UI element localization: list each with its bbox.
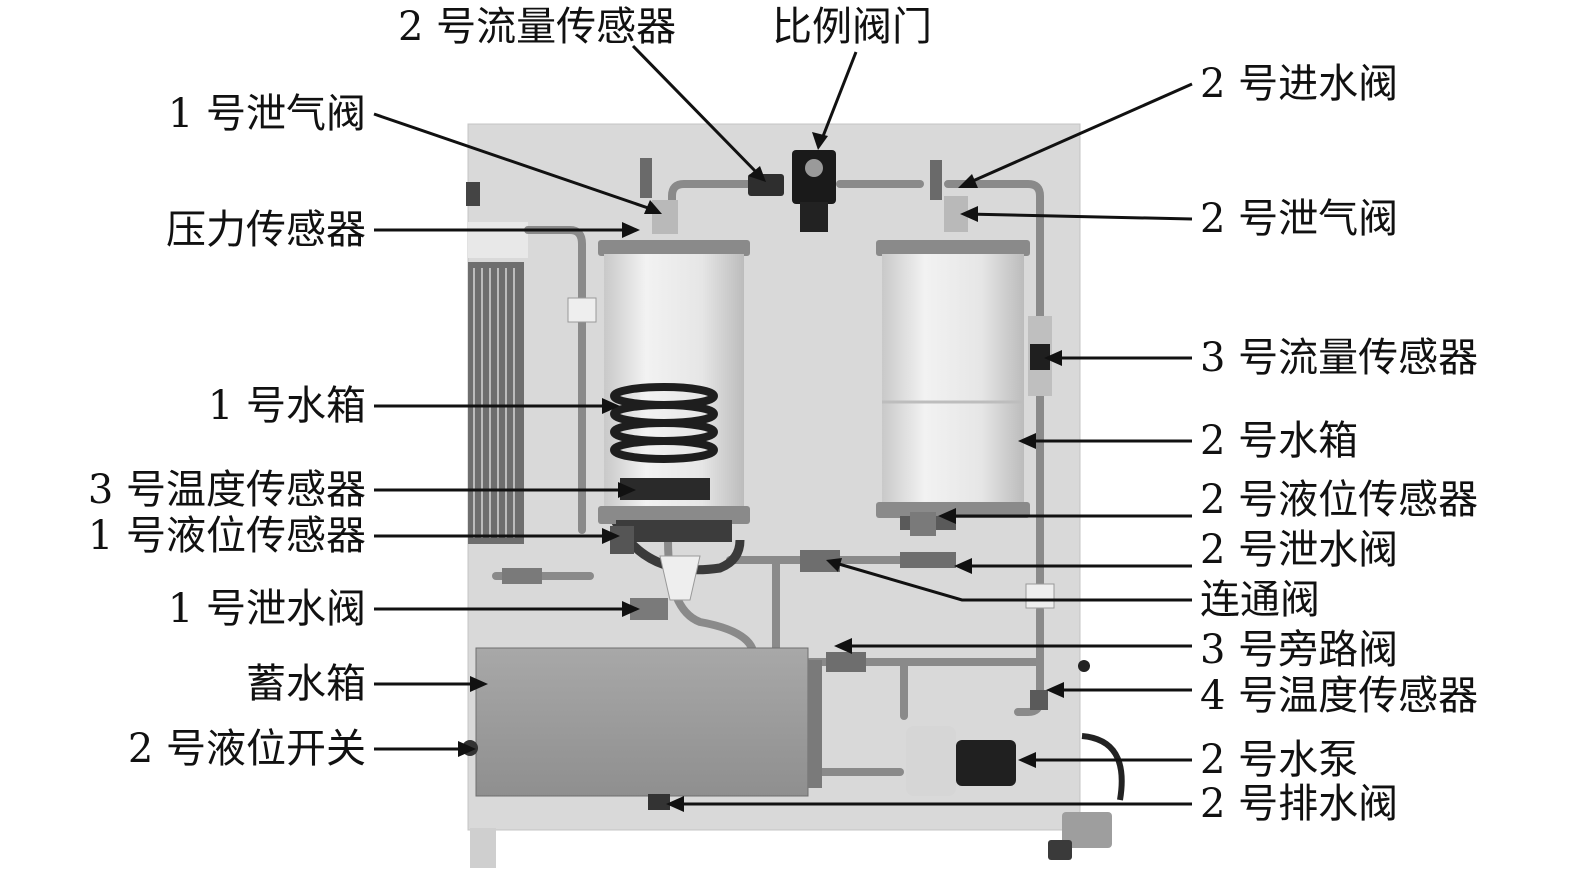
label-reservoir: 蓄水箱 <box>246 661 366 707</box>
pipe-clip-right <box>1025 583 1055 609</box>
label-proportional-valve: 比例阀门 <box>772 4 932 50</box>
label-level-sensor-1: 1 号液位传感器 <box>87 513 366 559</box>
label-level-sensor-2: 2 号液位传感器 <box>1200 477 1479 523</box>
arrow-pressure-sensor <box>622 222 640 238</box>
radiator-fins <box>473 268 515 538</box>
vent-valve-1-body <box>640 158 652 198</box>
tank-1-heater-base <box>620 478 710 500</box>
arrow-drain-valve-2 <box>954 558 972 574</box>
arrow-proportional-valve <box>812 132 828 150</box>
label-tank-1: 1 号水箱 <box>207 383 366 429</box>
radiator-top <box>468 222 528 258</box>
arrow-connecting-valve <box>826 558 842 572</box>
tank-1-lid <box>598 240 750 256</box>
tank-1-base <box>598 506 750 524</box>
arrow-flow-sensor-2 <box>748 166 766 182</box>
arrow-flow-sensor-3 <box>1044 350 1062 366</box>
radiator <box>468 262 524 544</box>
tank-2-lid <box>876 240 1030 256</box>
arrow-level-sensor-2 <box>938 508 956 524</box>
arrowheads <box>458 132 1064 812</box>
panel-badge <box>466 182 480 206</box>
arrow-pump-2 <box>1018 752 1036 768</box>
label-pressure-sensor: 压力传感器 <box>166 207 366 253</box>
pump-2-head <box>906 726 956 796</box>
leader-inlet-valve-2 <box>965 82 1193 186</box>
leader-proportional-valve <box>818 51 858 145</box>
pump-2-motor <box>956 740 1016 786</box>
leader-vent-valve-2 <box>965 212 1193 221</box>
arrow-reservoir <box>470 676 488 692</box>
label-connecting-valve: 连通阀 <box>1200 577 1320 623</box>
label-temp-sensor-3: 3 号温度传感器 <box>87 467 366 513</box>
pressure-sensor-body <box>652 200 678 234</box>
arrow-discharge-valve-2 <box>666 796 684 812</box>
leader-flow-sensor-2 <box>631 44 762 178</box>
temp-sensor-4-body <box>1030 690 1048 710</box>
arrow-temp-sensor-3 <box>618 482 636 498</box>
arrow-vent-valve-2 <box>960 206 978 222</box>
connecting-valve-body <box>800 550 840 572</box>
tank-1-coil <box>610 383 718 463</box>
proportional-valve-actuator <box>800 202 828 232</box>
label-discharge-valve-2: 2 号排水阀 <box>1200 781 1399 827</box>
drain-valve-left-fitting <box>502 568 542 584</box>
panel-leg-right <box>1062 812 1112 848</box>
tank-1-foot <box>616 520 732 542</box>
power-cable <box>1081 733 1125 801</box>
arrow-temp-sensor-4 <box>1046 682 1064 698</box>
drain-valve-1-body <box>630 598 668 620</box>
inlet-valve-2-body <box>930 160 942 200</box>
label-level-switch-2: 2 号液位开关 <box>127 726 366 772</box>
discharge-valve-2-body <box>648 794 670 810</box>
label-flow-sensor-3: 3 号流量传感器 <box>1200 335 1479 381</box>
arrow-inlet-valve-2 <box>958 174 978 188</box>
leader-vent-valve-1 <box>373 112 655 212</box>
label-flow-sensor-2: 2 号流量传感器 <box>398 4 677 50</box>
label-vent-valve-2: 2 号泄气阀 <box>1200 196 1399 242</box>
pipe-top-left <box>668 180 764 234</box>
label-inlet-valve-2: 2 号进水阀 <box>1200 61 1399 107</box>
panel-switch <box>1078 660 1090 672</box>
pipe-clip-left <box>567 297 597 323</box>
label-vent-valve-1: 1 号泄气阀 <box>167 91 366 137</box>
flow-sensor-3-core <box>1030 344 1050 370</box>
leader-connecting-valve <box>831 560 1192 602</box>
reservoir-body <box>475 647 809 797</box>
reservoir-side <box>808 660 822 788</box>
drain-valve-2-body <box>900 552 956 568</box>
panel-foot-right <box>1048 840 1072 860</box>
arrow-level-sensor-1 <box>602 528 620 544</box>
label-drain-valve-2: 2 号泄水阀 <box>1200 527 1399 573</box>
flow-sensor-2-body <box>748 174 784 196</box>
arrow-tank-2 <box>1018 433 1036 449</box>
label-bypass-valve-3: 3 号旁路阀 <box>1200 627 1399 673</box>
panel-leg-left <box>470 828 496 868</box>
arrow-bypass-valve-3 <box>834 638 852 654</box>
drain-funnel <box>659 555 701 601</box>
arrow-tank-1 <box>602 398 620 414</box>
label-temp-sensor-4: 4 号温度传感器 <box>1200 673 1479 719</box>
label-tank-2: 2 号水箱 <box>1200 418 1359 464</box>
leader-lines <box>373 44 1193 806</box>
level-sensor-1-body <box>610 526 634 554</box>
label-pump-2: 2 号水泵 <box>1200 737 1359 783</box>
arrow-vent-valve-1 <box>644 200 662 214</box>
label-drain-valve-1: 1 号泄水阀 <box>167 586 366 632</box>
level-sensor-2-body <box>910 512 936 536</box>
bypass-valve-3-body <box>826 652 866 672</box>
proportional-valve-gauge <box>805 159 823 177</box>
tank-2-body <box>882 254 1024 508</box>
arrow-drain-valve-1 <box>622 601 640 617</box>
arrow-level-switch-2 <box>458 741 476 757</box>
pipe-top-right <box>944 180 1044 600</box>
